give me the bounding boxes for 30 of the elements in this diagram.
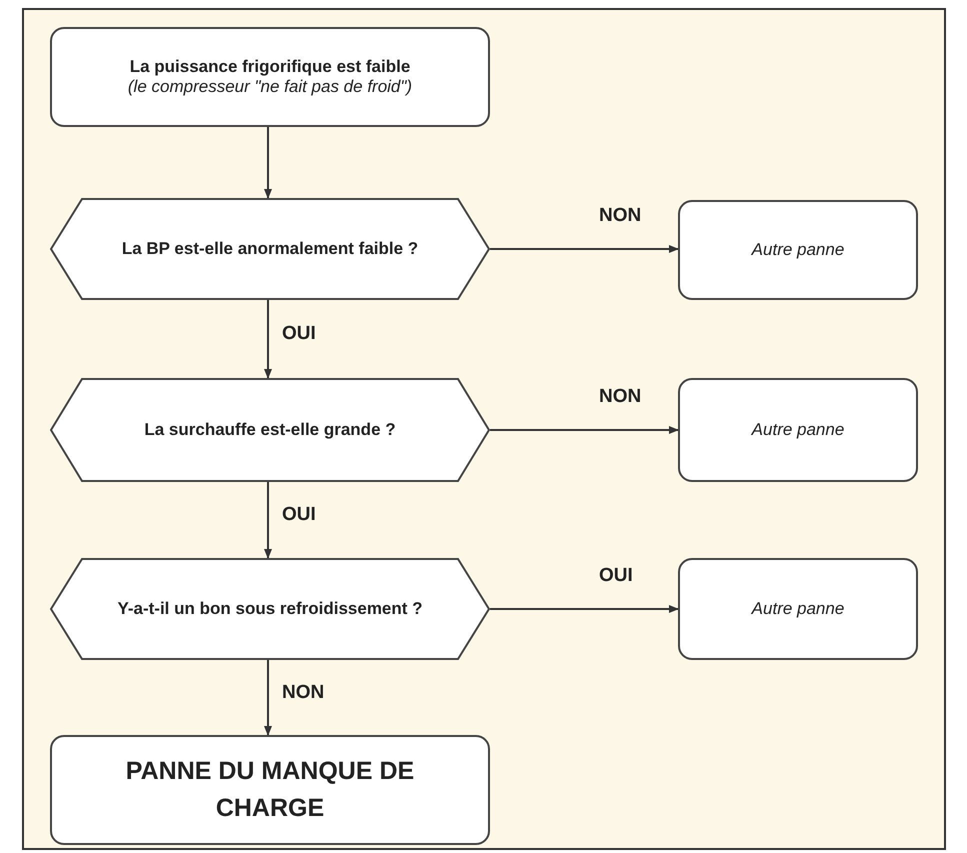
arrow — [264, 127, 272, 199]
edge-label: OUI — [599, 565, 633, 587]
node-text: PANNE DU MANQUE DE CHARGE — [124, 756, 416, 824]
edge-label: OUI — [282, 504, 316, 526]
result-box — [50, 735, 490, 845]
edge-label: OUI — [282, 323, 316, 345]
note-text: Autre panne — [750, 420, 846, 440]
start-box — [50, 27, 490, 127]
decision-hexagon — [50, 198, 490, 300]
arrow — [490, 605, 679, 613]
arrow — [264, 300, 272, 379]
edge-label: NON — [599, 205, 642, 227]
decision-hexagon — [50, 558, 490, 660]
decision-hexagon — [50, 378, 490, 482]
arrow — [264, 660, 272, 736]
process-box — [678, 558, 918, 660]
arrow — [490, 426, 679, 434]
node-text: La BP est-elle anormalement faible ? — [120, 239, 420, 259]
note-text: (le compresseur "ne fait pas de froid") — [126, 77, 414, 97]
note-text: Autre panne — [750, 599, 846, 619]
note-text: Autre panne — [750, 240, 846, 260]
node-text: La surchauffe est-elle grande ? — [143, 420, 397, 440]
process-box — [678, 378, 918, 482]
node-text: Y-a-t-il un bon sous refroidissement ? — [116, 599, 424, 619]
edge-label: NON — [599, 386, 642, 408]
edge-label: NON — [282, 682, 324, 704]
process-box — [678, 200, 918, 300]
node-text: La puissance frigorifique est faible — [128, 57, 412, 77]
arrow — [264, 482, 272, 559]
arrow — [490, 245, 679, 253]
